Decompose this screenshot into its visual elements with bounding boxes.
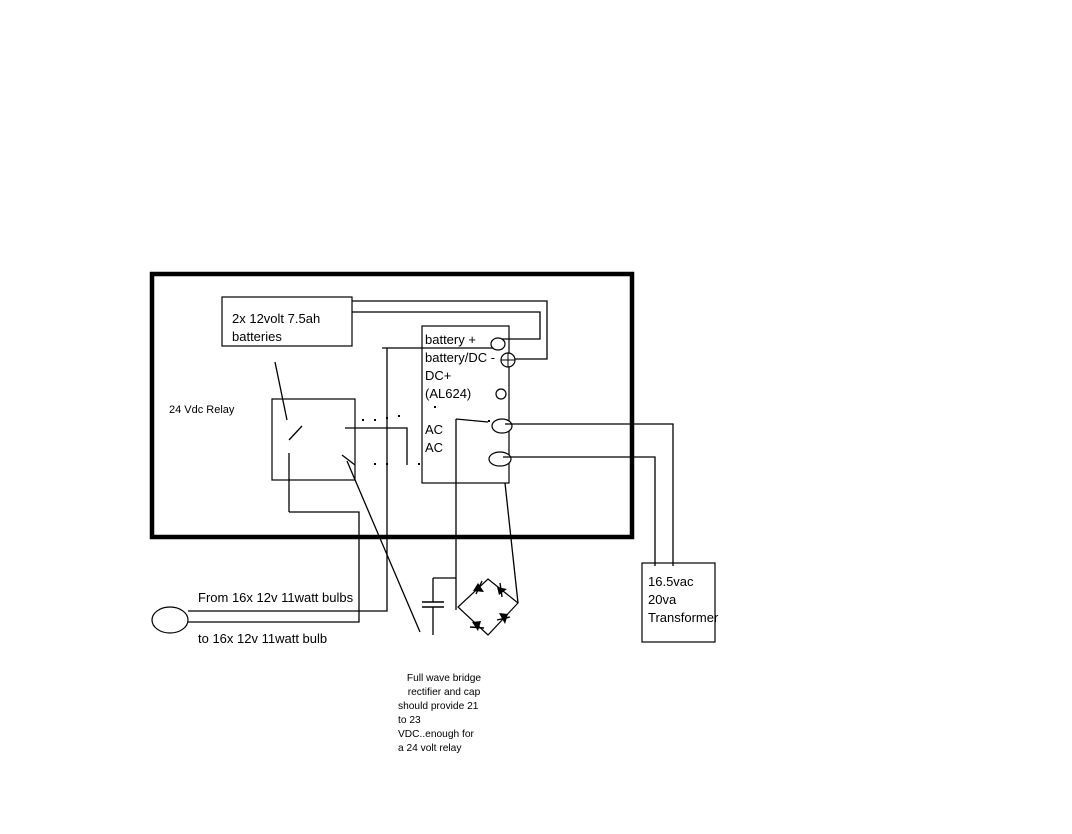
terminal-battery-plus (490, 337, 506, 351)
from-bulbs-label: From 16x 12v 11watt bulbs (198, 590, 354, 605)
psu-battery-dc-minus-label: battery/DC - (425, 350, 496, 365)
relay-box (271, 398, 356, 481)
note-line: should provide 21 (398, 701, 479, 712)
psu-dc-plus-label: DC+ (425, 368, 452, 383)
psu-battery-plus-label: battery + (425, 332, 476, 347)
rectifier-note: Full wave bridge rectifier and cap shoul… (398, 672, 498, 756)
bulb-lamp (151, 606, 189, 634)
psu-ac1-label: AC (425, 422, 444, 437)
note-line: to 23 (398, 715, 421, 726)
relay-label: 24 Vdc Relay (169, 404, 235, 416)
batteries-box (221, 296, 353, 347)
enclosure-box (149, 271, 635, 540)
terminal-ac-1 (491, 418, 513, 434)
batteries-label-line1: 2x 12volt 7.5ah (232, 311, 321, 326)
transformer-label-line3: Transformer (648, 610, 719, 625)
note-line: a 24 volt relay (398, 743, 462, 754)
psu-model-label: (AL624) (425, 386, 472, 401)
terminal-dc-plus (495, 388, 507, 400)
dotted-marks (362, 406, 490, 465)
transformer-wires (503, 423, 674, 566)
terminal-ac-2 (488, 451, 512, 467)
to-bulbs-label: to 16x 12v 11watt bulb (198, 631, 328, 646)
transformer-box (641, 562, 716, 643)
note-line: rectifier and cap (407, 687, 481, 698)
transformer-label-line2: 20va (648, 592, 677, 607)
battery-wires (352, 300, 548, 360)
note-line: Full wave bridge (406, 673, 482, 684)
psu-ac2-label: AC (425, 440, 444, 455)
transformer-label-line1: 16.5vac (648, 574, 694, 589)
relay-contacts (188, 348, 421, 633)
bridge-rectifier (422, 418, 519, 636)
note-line: VDC..enough for (398, 729, 474, 740)
psu-terminals (488, 337, 516, 467)
batteries-label-line2: batteries (232, 329, 282, 344)
